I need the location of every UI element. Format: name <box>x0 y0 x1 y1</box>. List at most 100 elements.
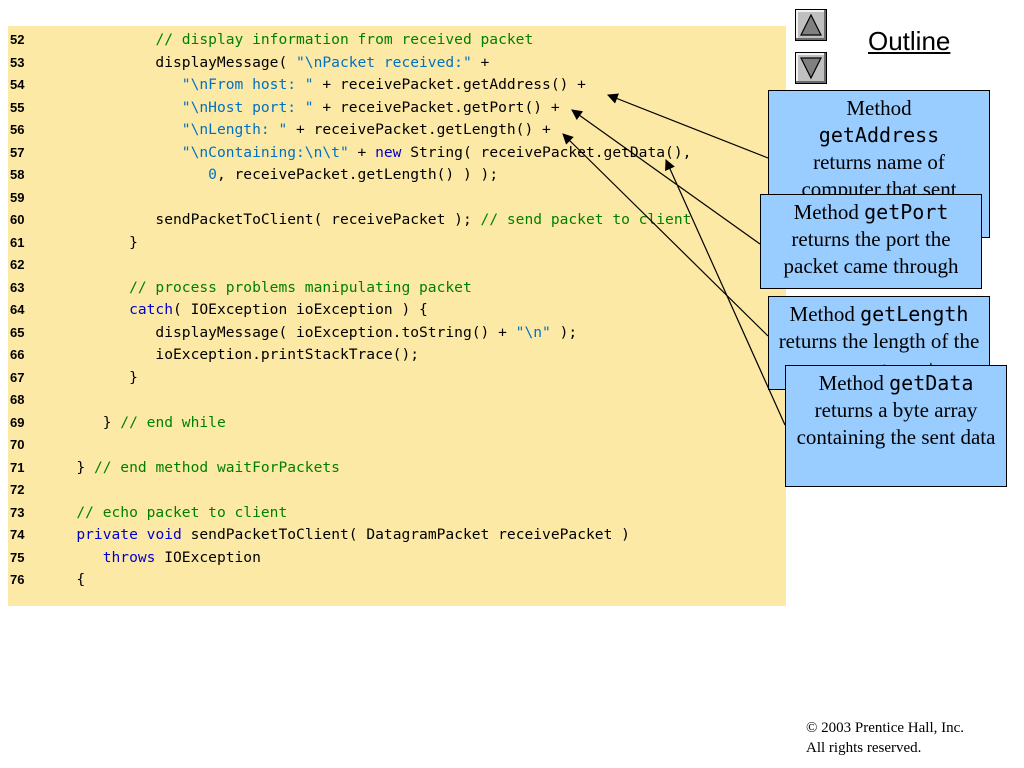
code-text: } // end while <box>50 412 226 434</box>
outline-link[interactable]: Outline <box>868 26 951 56</box>
code-token: // send packet to client <box>480 211 692 228</box>
line-number: 75 <box>10 549 25 565</box>
callout-getdata: Method getData returns a byte array cont… <box>785 365 1007 487</box>
triangle-up-icon <box>800 13 822 36</box>
line-number: 73 <box>10 504 25 520</box>
line-number: 60 <box>10 212 25 227</box>
code-text: sendPacketToClient( receivePacket ); // … <box>50 209 691 231</box>
code-token: + receivePacket.getLength() + <box>287 121 551 138</box>
code-text: "\nContaining:\n\t" + new String( receiv… <box>50 142 692 164</box>
code-token: new <box>375 143 402 161</box>
callout-description: returns a byte array containing the sent… <box>796 398 996 449</box>
code-token: // end while <box>120 413 226 431</box>
code-token: "\nLength: " <box>181 121 288 138</box>
code-token: } <box>50 368 138 386</box>
code-text: "\nLength: " + receivePacket.getLength()… <box>50 119 551 141</box>
line-number: 74 <box>10 527 25 542</box>
copyright-notice: © 2003 Prentice Hall, Inc. All rights re… <box>806 718 964 758</box>
code-text: displayMessage( ioException.toString() +… <box>50 322 577 344</box>
code-text: throws IOException <box>50 547 261 569</box>
code-token: "\nFrom host: " <box>181 76 314 93</box>
code-token: // process problems manipulating packet <box>129 278 472 296</box>
rights-line: All rights reserved. <box>806 740 922 756</box>
line-number: 63 <box>10 279 25 295</box>
code-text: } // end method waitForPackets <box>50 457 340 479</box>
code-text: // echo packet to client <box>50 502 287 524</box>
line-number: 68 <box>10 392 25 407</box>
line-number: 67 <box>10 369 25 385</box>
code-text: catch( IOException ioException ) { <box>50 299 428 321</box>
code-token: // display information from received pac… <box>155 31 534 48</box>
code-text: } <box>50 232 138 254</box>
code-token: + receivePacket.getPort() + <box>313 98 560 116</box>
code-token: // end method waitForPackets <box>93 458 340 476</box>
next-slide-button[interactable] <box>795 52 827 84</box>
code-token: "\nHost port: " <box>181 98 314 116</box>
code-text: ioException.printStackTrace(); <box>50 344 419 366</box>
code-text: "\nFrom host: " + receivePacket.getAddre… <box>50 74 586 96</box>
line-number: 69 <box>10 414 25 430</box>
previous-slide-button[interactable] <box>795 9 827 41</box>
callout-method-name: getAddress <box>818 123 940 147</box>
code-token: throws <box>102 548 156 566</box>
arrow-getlength <box>562 133 769 337</box>
code-token: , receivePacket.getLength() ) ); <box>216 166 499 183</box>
code-token: ); <box>550 323 578 341</box>
callout-prefix: Method <box>846 96 912 120</box>
code-token: + receivePacket.getAddress() + <box>313 76 586 93</box>
line-number: 54 <box>10 77 25 92</box>
code-token: "\nContaining:\n\t" <box>181 143 349 161</box>
code-text: 0, receivePacket.getLength() ) ); <box>50 164 498 186</box>
code-token: private <box>76 526 138 543</box>
line-number: 57 <box>10 144 25 160</box>
line-number: 64 <box>10 302 25 317</box>
arrow-getdata <box>665 159 786 426</box>
line-number: 53 <box>10 54 25 70</box>
code-token: IOException <box>155 548 261 566</box>
line-number: 71 <box>10 459 25 475</box>
code-token: "\n" <box>515 323 551 341</box>
callout-method-name: getPort <box>864 200 949 224</box>
code-token: } <box>50 458 94 476</box>
code-token: sendPacketToClient( DatagramPacket recei… <box>181 526 630 543</box>
code-token: ioException.printStackTrace(); <box>50 346 420 363</box>
line-number: 66 <box>10 347 25 362</box>
callout-getlength: Method getLength returns the length of t… <box>768 296 990 390</box>
code-token: "\nPacket received:" <box>296 53 472 71</box>
code-token: catch <box>129 301 174 318</box>
code-text: // process problems manipulating packet <box>50 277 472 299</box>
code-token: ( IOException ioException ) { <box>173 301 428 318</box>
code-token: String( receivePacket.getData(), <box>401 143 692 161</box>
line-number: 61 <box>10 234 25 250</box>
code-text: private void sendPacketToClient( Datagra… <box>50 524 630 546</box>
code-token: displayMessage( <box>50 53 297 71</box>
code-token: 0 <box>208 166 217 183</box>
line-number: 59 <box>10 189 25 205</box>
code-text: { <box>50 569 85 591</box>
triangle-down-icon <box>800 57 822 80</box>
arrow-getport <box>571 109 761 245</box>
code-token: } <box>50 413 121 431</box>
callout-description: returns the port the packet came through <box>783 227 959 278</box>
callout-prefix: Method <box>818 371 890 395</box>
callout-method-name: getData <box>889 371 974 395</box>
line-number: 76 <box>10 572 25 587</box>
line-number: 55 <box>10 99 25 115</box>
line-number: 62 <box>10 257 25 272</box>
code-token: { <box>50 571 86 588</box>
code-text: "\nHost port: " + receivePacket.getPort(… <box>50 97 560 119</box>
copyright-line: © 2003 Prentice Hall, Inc. <box>806 720 965 736</box>
code-token: // echo packet to client <box>76 503 288 521</box>
code-token: void <box>146 526 182 543</box>
code-text: // display information from received pac… <box>50 29 533 51</box>
arrow-getaddress <box>606 93 769 159</box>
line-number: 58 <box>10 167 25 182</box>
callout-method-name: getLength <box>860 302 969 326</box>
code-text: } <box>50 367 138 389</box>
callout-prefix: Method <box>789 302 861 326</box>
code-listing: 52 // display information from received … <box>8 26 786 606</box>
code-token: sendPacketToClient( receivePacket ); <box>50 211 481 228</box>
line-number: 70 <box>10 437 25 452</box>
line-number: 52 <box>10 32 25 47</box>
